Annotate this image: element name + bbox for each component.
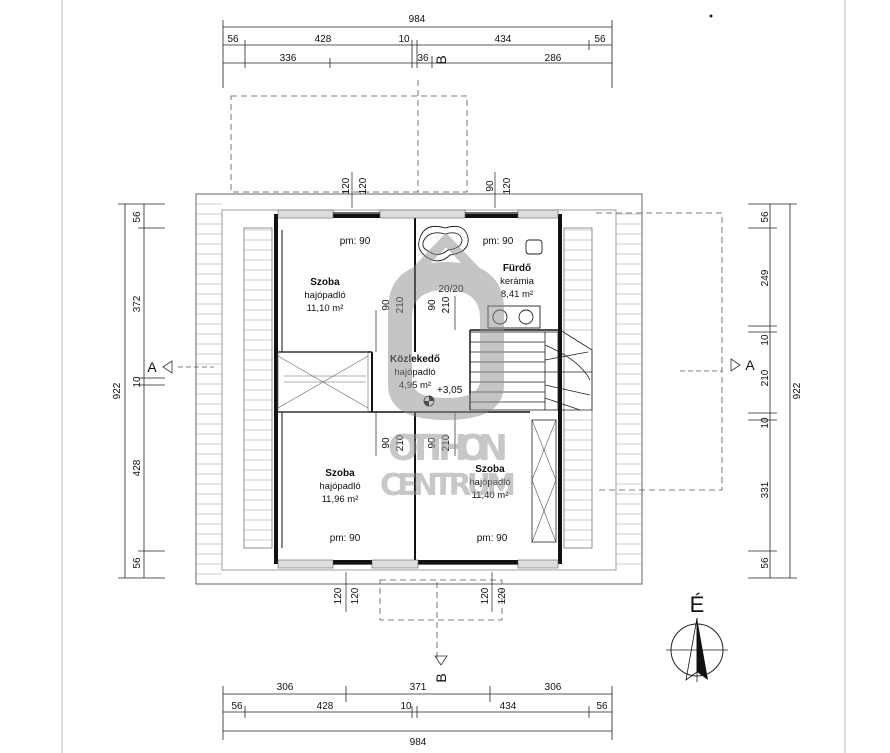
section-arrow-icon <box>162 360 173 374</box>
top-dim: 428 <box>315 34 332 45</box>
bottom-dim: 10 <box>400 701 412 712</box>
door-swings <box>375 296 456 456</box>
door-dim: 90 <box>381 299 392 311</box>
left-dim: 372 <box>132 295 143 312</box>
left-dim: 56 <box>132 211 143 223</box>
right-dim: 249 <box>760 269 771 286</box>
bottom-dim: 56 <box>231 701 243 712</box>
section-b-top-label: B <box>433 55 449 64</box>
left-dim: 428 <box>132 459 143 476</box>
bottom-dim: 428 <box>317 701 334 712</box>
top-dim: 286 <box>545 53 562 64</box>
right-dim: 10 <box>760 334 771 346</box>
window-dim: 120 <box>341 177 352 194</box>
left-dim: 10 <box>132 376 143 388</box>
top-dim: 56 <box>594 34 606 45</box>
section-b-bottom-label: B <box>433 673 449 682</box>
right-dim: 56 <box>760 211 771 223</box>
window-dim: 120 <box>497 587 508 604</box>
top-dim: 434 <box>495 34 512 45</box>
room-floor: kerámia <box>500 276 535 287</box>
window-dim: 120 <box>480 587 491 604</box>
top-dim: 336 <box>280 53 297 64</box>
window-dim: 120 <box>358 177 369 194</box>
staircase <box>469 329 593 543</box>
top-total-dim: 984 <box>409 14 426 25</box>
right-total-dim: 922 <box>792 382 803 399</box>
bottom-dim: 306 <box>277 682 294 693</box>
room-area: 4,95 m² <box>399 380 431 391</box>
top-dimensions <box>222 20 613 88</box>
room-area: 8,41 m² <box>501 289 533 300</box>
section-a-left-label: A <box>147 359 157 375</box>
window-dim: 120 <box>502 177 513 194</box>
room-floor: hajópadló <box>304 290 345 301</box>
door-dim: 90 <box>427 299 438 311</box>
room-name: Szoba <box>325 468 355 479</box>
room-floor: hajópadló <box>394 367 435 378</box>
right-dimensions <box>748 203 797 579</box>
room-floor: hajópadló <box>469 477 510 488</box>
right-dim: 210 <box>760 369 771 386</box>
door-dim: 90 <box>427 437 438 449</box>
right-dim: 56 <box>760 557 771 569</box>
watermark-logo <box>388 232 504 420</box>
north-arrow-icon <box>666 617 728 682</box>
room-area: 11,96 m² <box>322 494 359 505</box>
room-name: Szoba <box>475 464 505 475</box>
room-area: 11,40 m² <box>472 490 509 501</box>
window-dim: 120 <box>350 587 361 604</box>
bottom-dim: 434 <box>500 701 517 712</box>
dashed-outlines <box>230 80 723 660</box>
room-parapet: pm: 90 <box>477 533 508 544</box>
left-total-dim: 922 <box>112 382 123 399</box>
door-dim: 210 <box>441 296 452 313</box>
section-arrow-icon <box>730 358 741 372</box>
bottom-dim: 56 <box>596 701 608 712</box>
top-dim: 36 <box>417 53 429 64</box>
wall-hatching <box>277 209 559 569</box>
bottom-dim: 371 <box>410 682 427 693</box>
room-floor: hajópadló <box>319 481 360 492</box>
top-dim: 10 <box>398 34 410 45</box>
section-a-right-label: A <box>745 357 755 373</box>
window-dim: 120 <box>333 587 344 604</box>
door-dim: 210 <box>395 434 406 451</box>
level-mark: +3,05 <box>437 385 463 396</box>
right-dim: 10 <box>760 417 771 429</box>
room-parapet: pm: 90 <box>340 236 371 247</box>
left-dim: 56 <box>132 557 143 569</box>
window-dim: 90 <box>485 180 496 192</box>
room-name: Fürdő <box>503 263 531 274</box>
door-dim: 210 <box>441 434 452 451</box>
door-dim: 90 <box>381 437 392 449</box>
section-arrow-icon <box>434 655 448 666</box>
bottom-dimensions <box>222 686 613 740</box>
bottom-dim: 306 <box>545 682 562 693</box>
left-dimensions <box>118 203 165 579</box>
bottom-total-dim: 984 <box>410 737 427 748</box>
north-label: É <box>690 592 705 617</box>
windows <box>333 212 518 565</box>
right-dim: 331 <box>760 481 771 498</box>
room-name: Közlekedő <box>390 354 440 365</box>
room-name: Szoba <box>310 277 340 288</box>
room-parapet: pm: 90 <box>330 533 361 544</box>
watermark-line1: OTTHON <box>388 428 508 469</box>
room-area: 11,10 m² <box>307 303 344 314</box>
watermark-line2: CENTRUM <box>380 468 516 503</box>
room-parapet: pm: 90 <box>483 236 514 247</box>
top-dim: 56 <box>227 34 239 45</box>
